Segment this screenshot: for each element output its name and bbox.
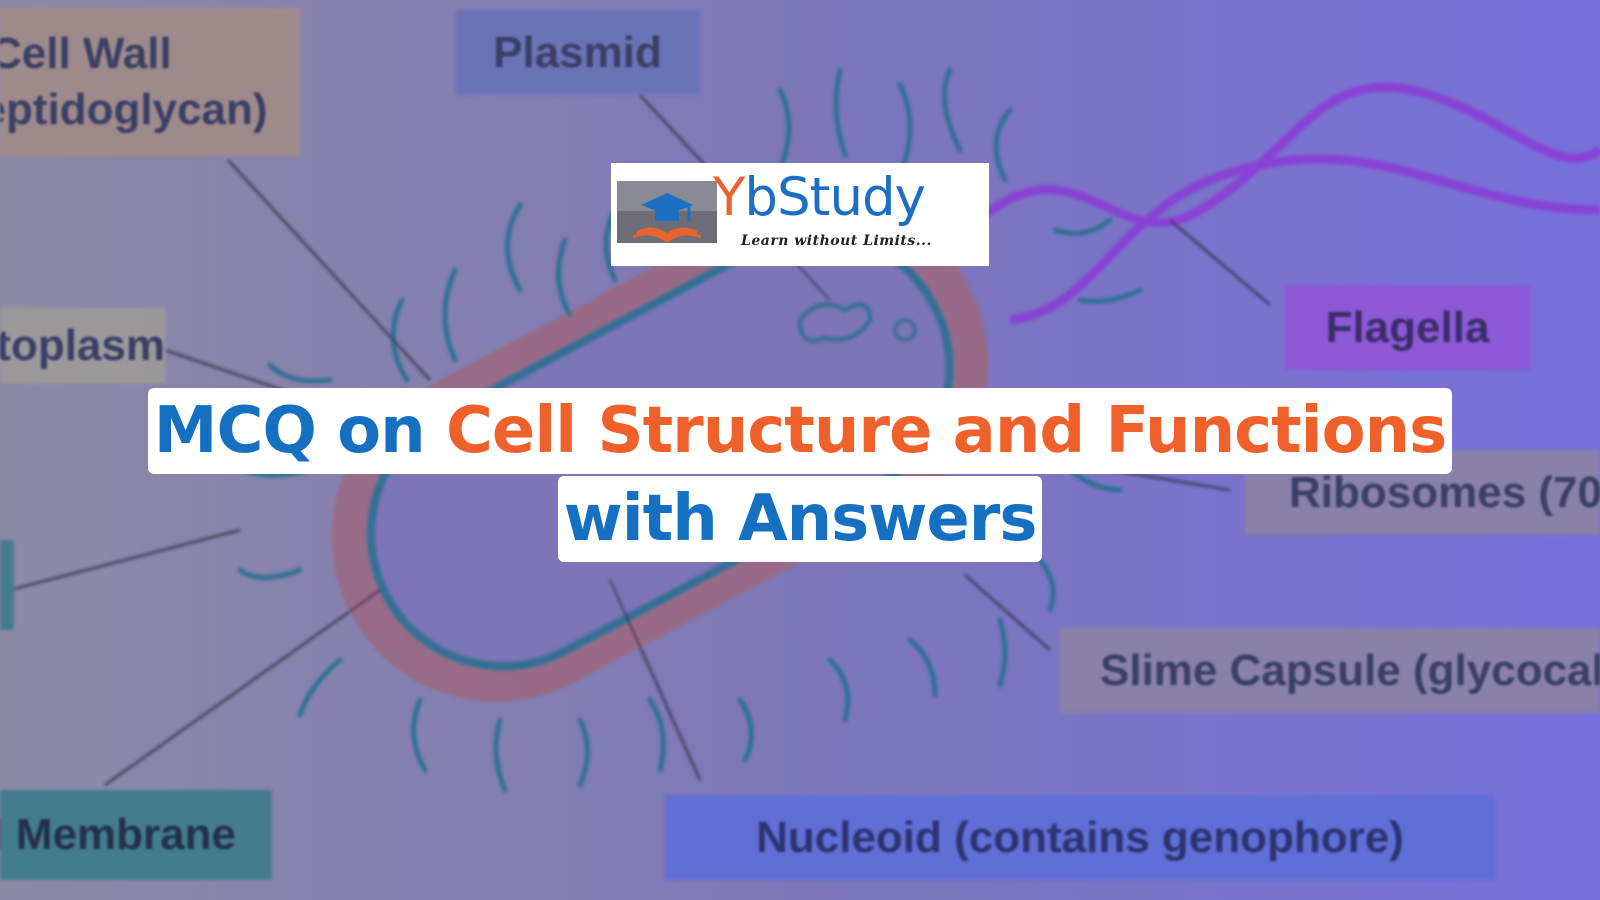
label-flagella: Flagella [1325,302,1490,352]
label-cytoplasm: Cytoplasm [0,320,165,370]
logo-wordmark-y: Y [713,167,745,228]
title-box-1: MCQ on Cell Structure and Functions [147,388,1453,474]
graduation-cap-book-icon [617,181,717,243]
label-nucleoid: Nucleoid (contains genophore) [756,812,1404,862]
title-line-2: with Answers [0,476,1600,562]
logo-wordmark: YbStudy [713,167,926,229]
ybstudy-logo: YbStudy Learn without Limits... [611,163,989,266]
logo-wordmark-rest: bStudy [744,167,926,228]
label-cell-wall-line1: Cell Wall [0,29,172,78]
logo-tagline: Learn without Limits... [741,233,932,249]
title-with-answers: with Answers [557,476,1043,562]
label-slime-capsule: Slime Capsule (glycocalyx) [1100,645,1600,695]
title-topic: Cell Structure and Functions [445,394,1447,468]
title-line-1: MCQ on Cell Structure and Functions [0,388,1600,474]
label-cell-wall-line2: (peptidoglycan) [0,85,268,134]
label-cell-wall: Cell Wall (peptidoglycan) [0,12,300,152]
label-plasmid: Plasmid [493,27,662,77]
title-mcq-on: MCQ on [153,394,446,468]
label-ribosomes: Ribosomes (70S) [1289,467,1600,517]
label-membrane: Cell Membrane [0,810,236,859]
